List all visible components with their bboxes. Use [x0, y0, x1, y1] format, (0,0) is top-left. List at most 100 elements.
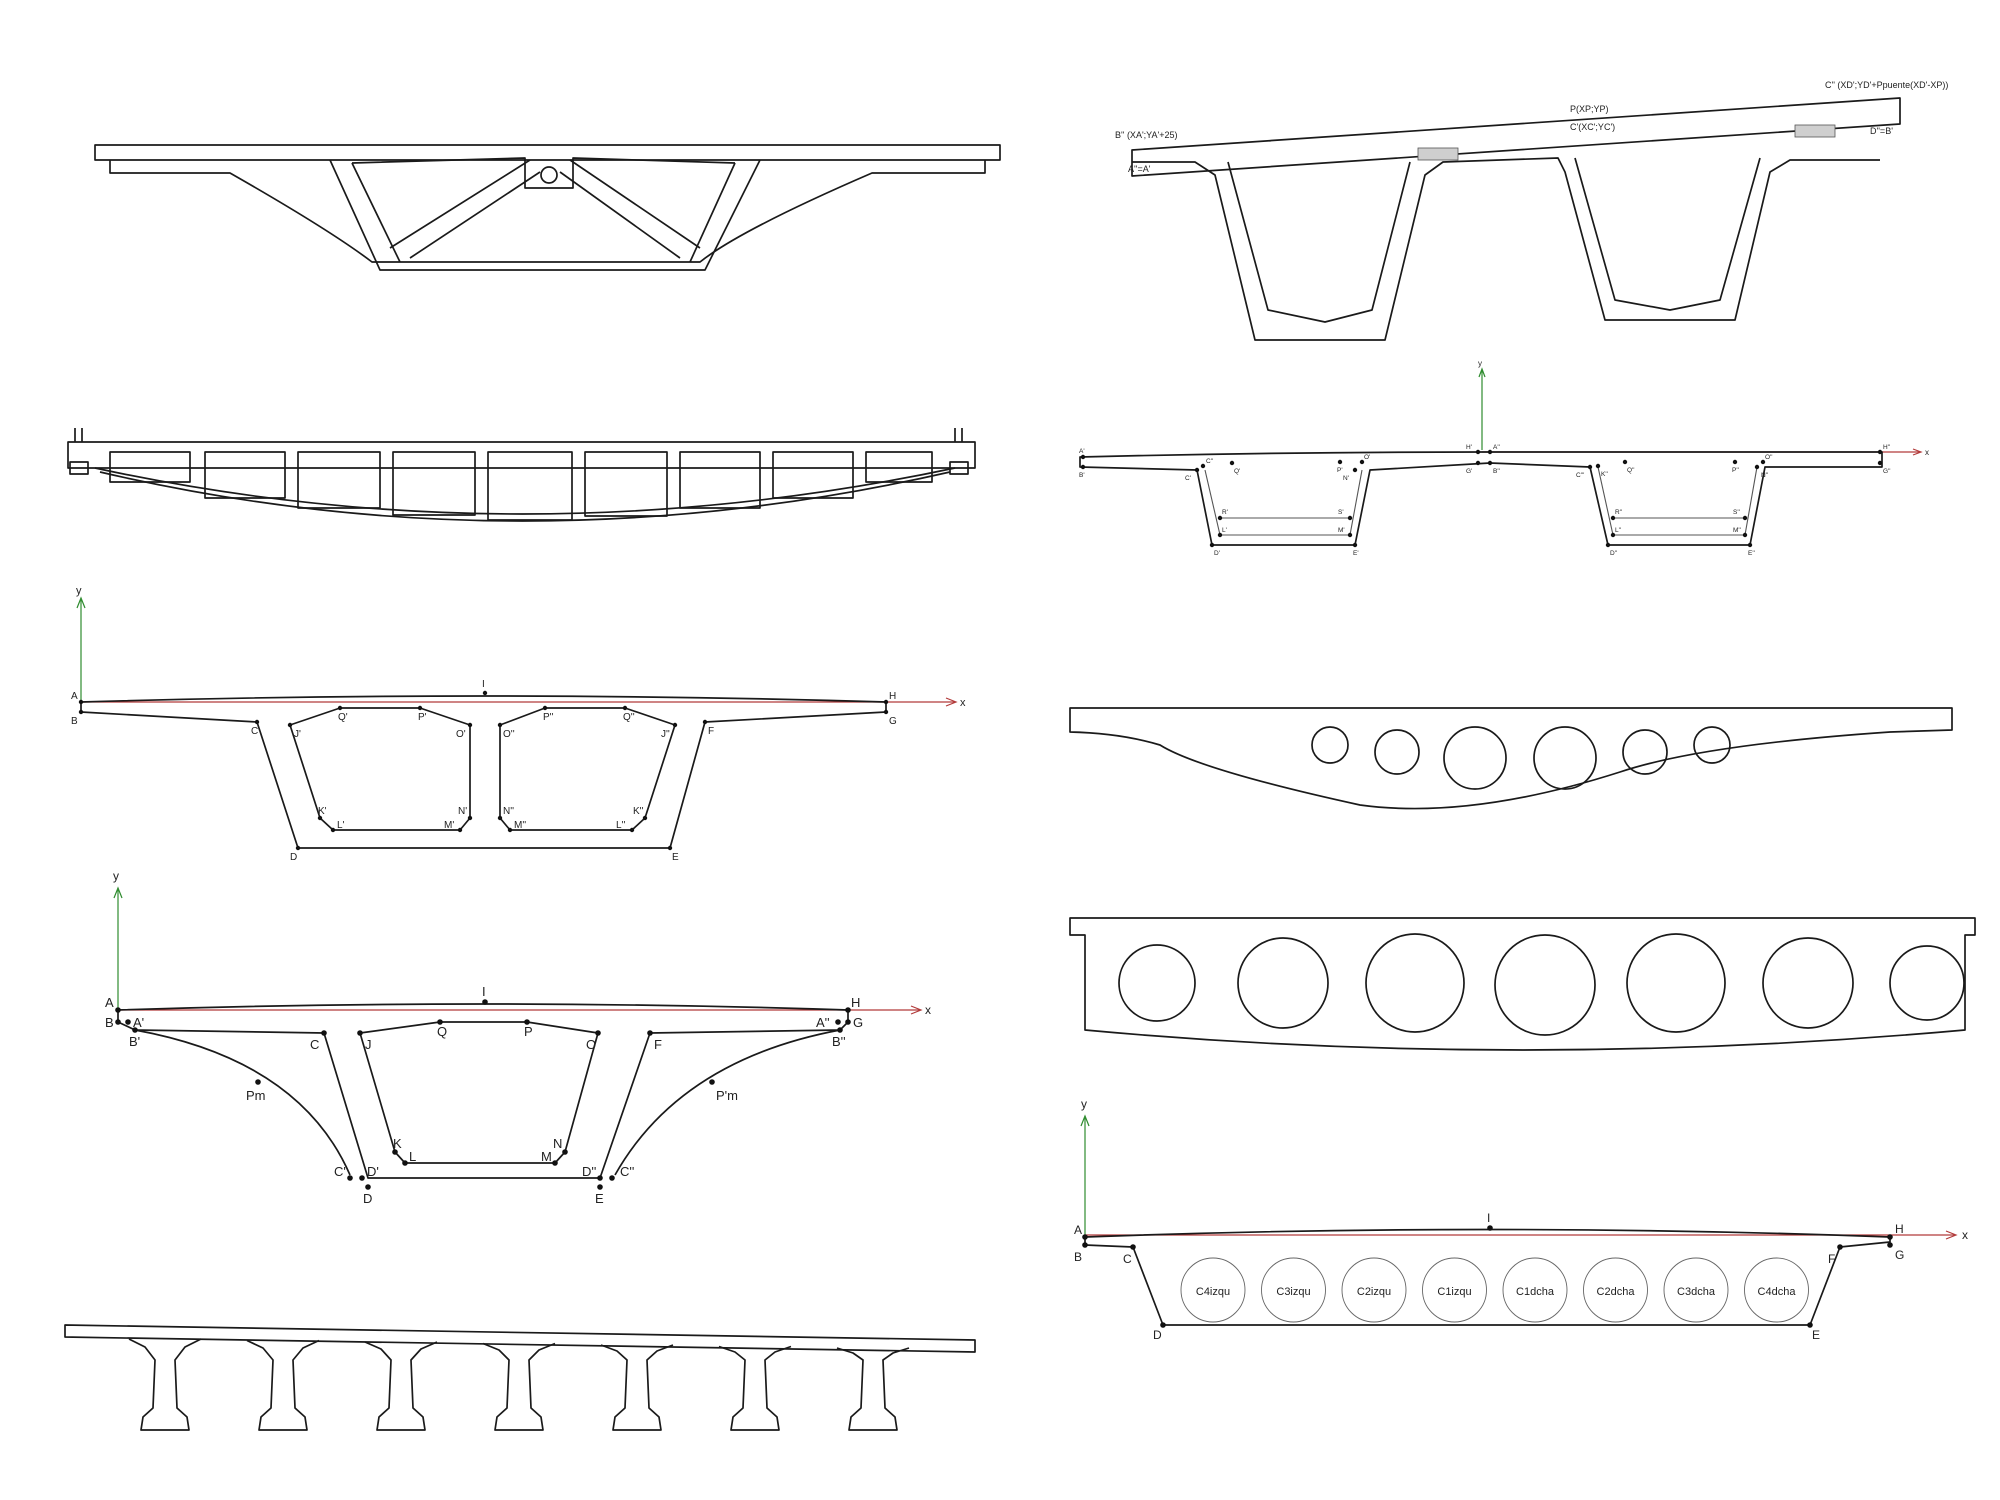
label-jpp: J'' — [661, 729, 670, 740]
point-lp — [1217, 532, 1223, 538]
label-ap: A' — [133, 1015, 144, 1030]
point-f — [702, 719, 708, 725]
point-h — [883, 699, 889, 705]
point-a — [78, 699, 84, 705]
point-d — [1160, 1322, 1166, 1328]
point-kpp — [642, 815, 648, 821]
point-qpp — [1622, 459, 1628, 465]
girder-cell — [679, 451, 761, 509]
label-np: N' — [1343, 475, 1349, 482]
point-i — [482, 690, 488, 696]
point-cp — [347, 1175, 353, 1181]
point-p — [524, 1019, 530, 1025]
precast-i-beam — [836, 1347, 910, 1431]
point-i — [482, 999, 488, 1005]
label-spp: S'' — [1733, 509, 1740, 516]
cell-label-c1izqu: C1izqu — [1437, 1286, 1471, 1298]
y-axis-label: y — [1478, 359, 1482, 368]
label-i: I — [1487, 1211, 1490, 1225]
point-e — [667, 845, 673, 851]
section-twin-box-labelled: y x A'B'C'C''Q'P'O'N'H'A''G'B''C'''K''Q'… — [1079, 359, 1929, 557]
point-b — [78, 709, 84, 715]
x-axis-label: x — [1962, 1228, 1968, 1242]
point-mp — [1347, 532, 1353, 538]
cell-label-c1dcha: C1dcha — [1516, 1286, 1555, 1298]
label-epp: E'' — [1748, 550, 1755, 557]
section-twin-cell-labelled: y x ABCIHGFJ'Q'P'O'O''P''Q''J''K'L'M'N'N… — [71, 585, 966, 863]
label-dp: D' — [367, 1164, 379, 1179]
label-jp: J' — [294, 729, 301, 740]
label-mpp: M'' — [1733, 527, 1741, 534]
point-bp — [1080, 464, 1086, 470]
label-n: N — [553, 1136, 562, 1151]
point-qpp — [622, 705, 628, 711]
girder-cell — [865, 451, 933, 483]
point-dpp — [597, 1175, 603, 1181]
label-i: I — [482, 679, 485, 690]
point-jpp — [672, 722, 678, 728]
label-kpp: K'' — [1601, 471, 1608, 478]
void-circle — [1443, 726, 1507, 790]
label-e: E — [595, 1191, 604, 1206]
label-p: P — [524, 1024, 533, 1039]
void-circle — [1237, 937, 1329, 1029]
point-g — [845, 1019, 851, 1025]
girder-cell — [772, 451, 854, 499]
label-m: M — [541, 1149, 552, 1164]
label-npp: N'' — [1761, 472, 1768, 479]
point-n — [562, 1149, 568, 1155]
point-epp — [1747, 542, 1753, 548]
cell-label-c4izqu: C4izqu — [1196, 1286, 1230, 1298]
label-f: F — [654, 1037, 662, 1052]
point-dp — [1209, 542, 1215, 548]
point-k — [392, 1149, 398, 1155]
label-cp: C' — [1185, 475, 1191, 482]
label-qp: Q' — [1234, 468, 1240, 475]
girder-cell — [584, 451, 668, 517]
label-dpp: D'' — [582, 1164, 596, 1179]
label-b: B — [105, 1015, 114, 1030]
section-precast-beam-deck — [64, 1324, 976, 1431]
point-ppp — [542, 705, 548, 711]
annotation-b2: B'' (XA';YA'+25) — [1115, 130, 1177, 140]
point-b — [1082, 1242, 1088, 1248]
label-c: C — [1123, 1252, 1132, 1266]
label-b: B — [1074, 1250, 1082, 1264]
annotation-a2: A''=A' — [1128, 164, 1151, 174]
label-rp: R' — [1222, 509, 1228, 516]
x-axis-label: x — [925, 1003, 931, 1017]
label-g: G — [1895, 1248, 1904, 1262]
point-gp — [1475, 460, 1481, 466]
label-pp: P' — [418, 712, 427, 723]
label-hp: H' — [1466, 444, 1472, 451]
point-dp — [359, 1175, 365, 1181]
label-ap: A' — [1079, 448, 1085, 455]
label-f: F — [1828, 1252, 1835, 1266]
point-pm — [255, 1079, 261, 1085]
point-lpp — [629, 827, 635, 833]
label-op: O' — [1364, 454, 1370, 461]
label-app: A'' — [816, 1015, 830, 1030]
label-ppp: P'' — [1732, 467, 1739, 474]
point-cpp — [609, 1175, 615, 1181]
point-ep — [1352, 542, 1358, 548]
label-np: N' — [458, 806, 467, 817]
label-lp: L' — [1222, 527, 1227, 534]
label-ppp: P'' — [543, 712, 554, 723]
label-npp: N'' — [503, 806, 514, 817]
point-lpp — [1610, 532, 1616, 538]
point-ap — [1080, 454, 1086, 460]
precast-i-beam — [482, 1342, 556, 1431]
void-circle — [1889, 945, 1965, 1021]
cell-c4dcha — [1744, 1257, 1809, 1323]
girder-cell — [487, 451, 573, 521]
point-i — [1487, 1225, 1493, 1231]
point-f — [647, 1030, 653, 1036]
precast-i-beam — [246, 1339, 320, 1431]
label-cpp: C'' — [620, 1164, 634, 1179]
x-axis-label: x — [960, 697, 966, 709]
point-rpp — [1610, 515, 1616, 521]
point-cpp — [1200, 463, 1206, 469]
label-a: A — [1074, 1223, 1082, 1237]
